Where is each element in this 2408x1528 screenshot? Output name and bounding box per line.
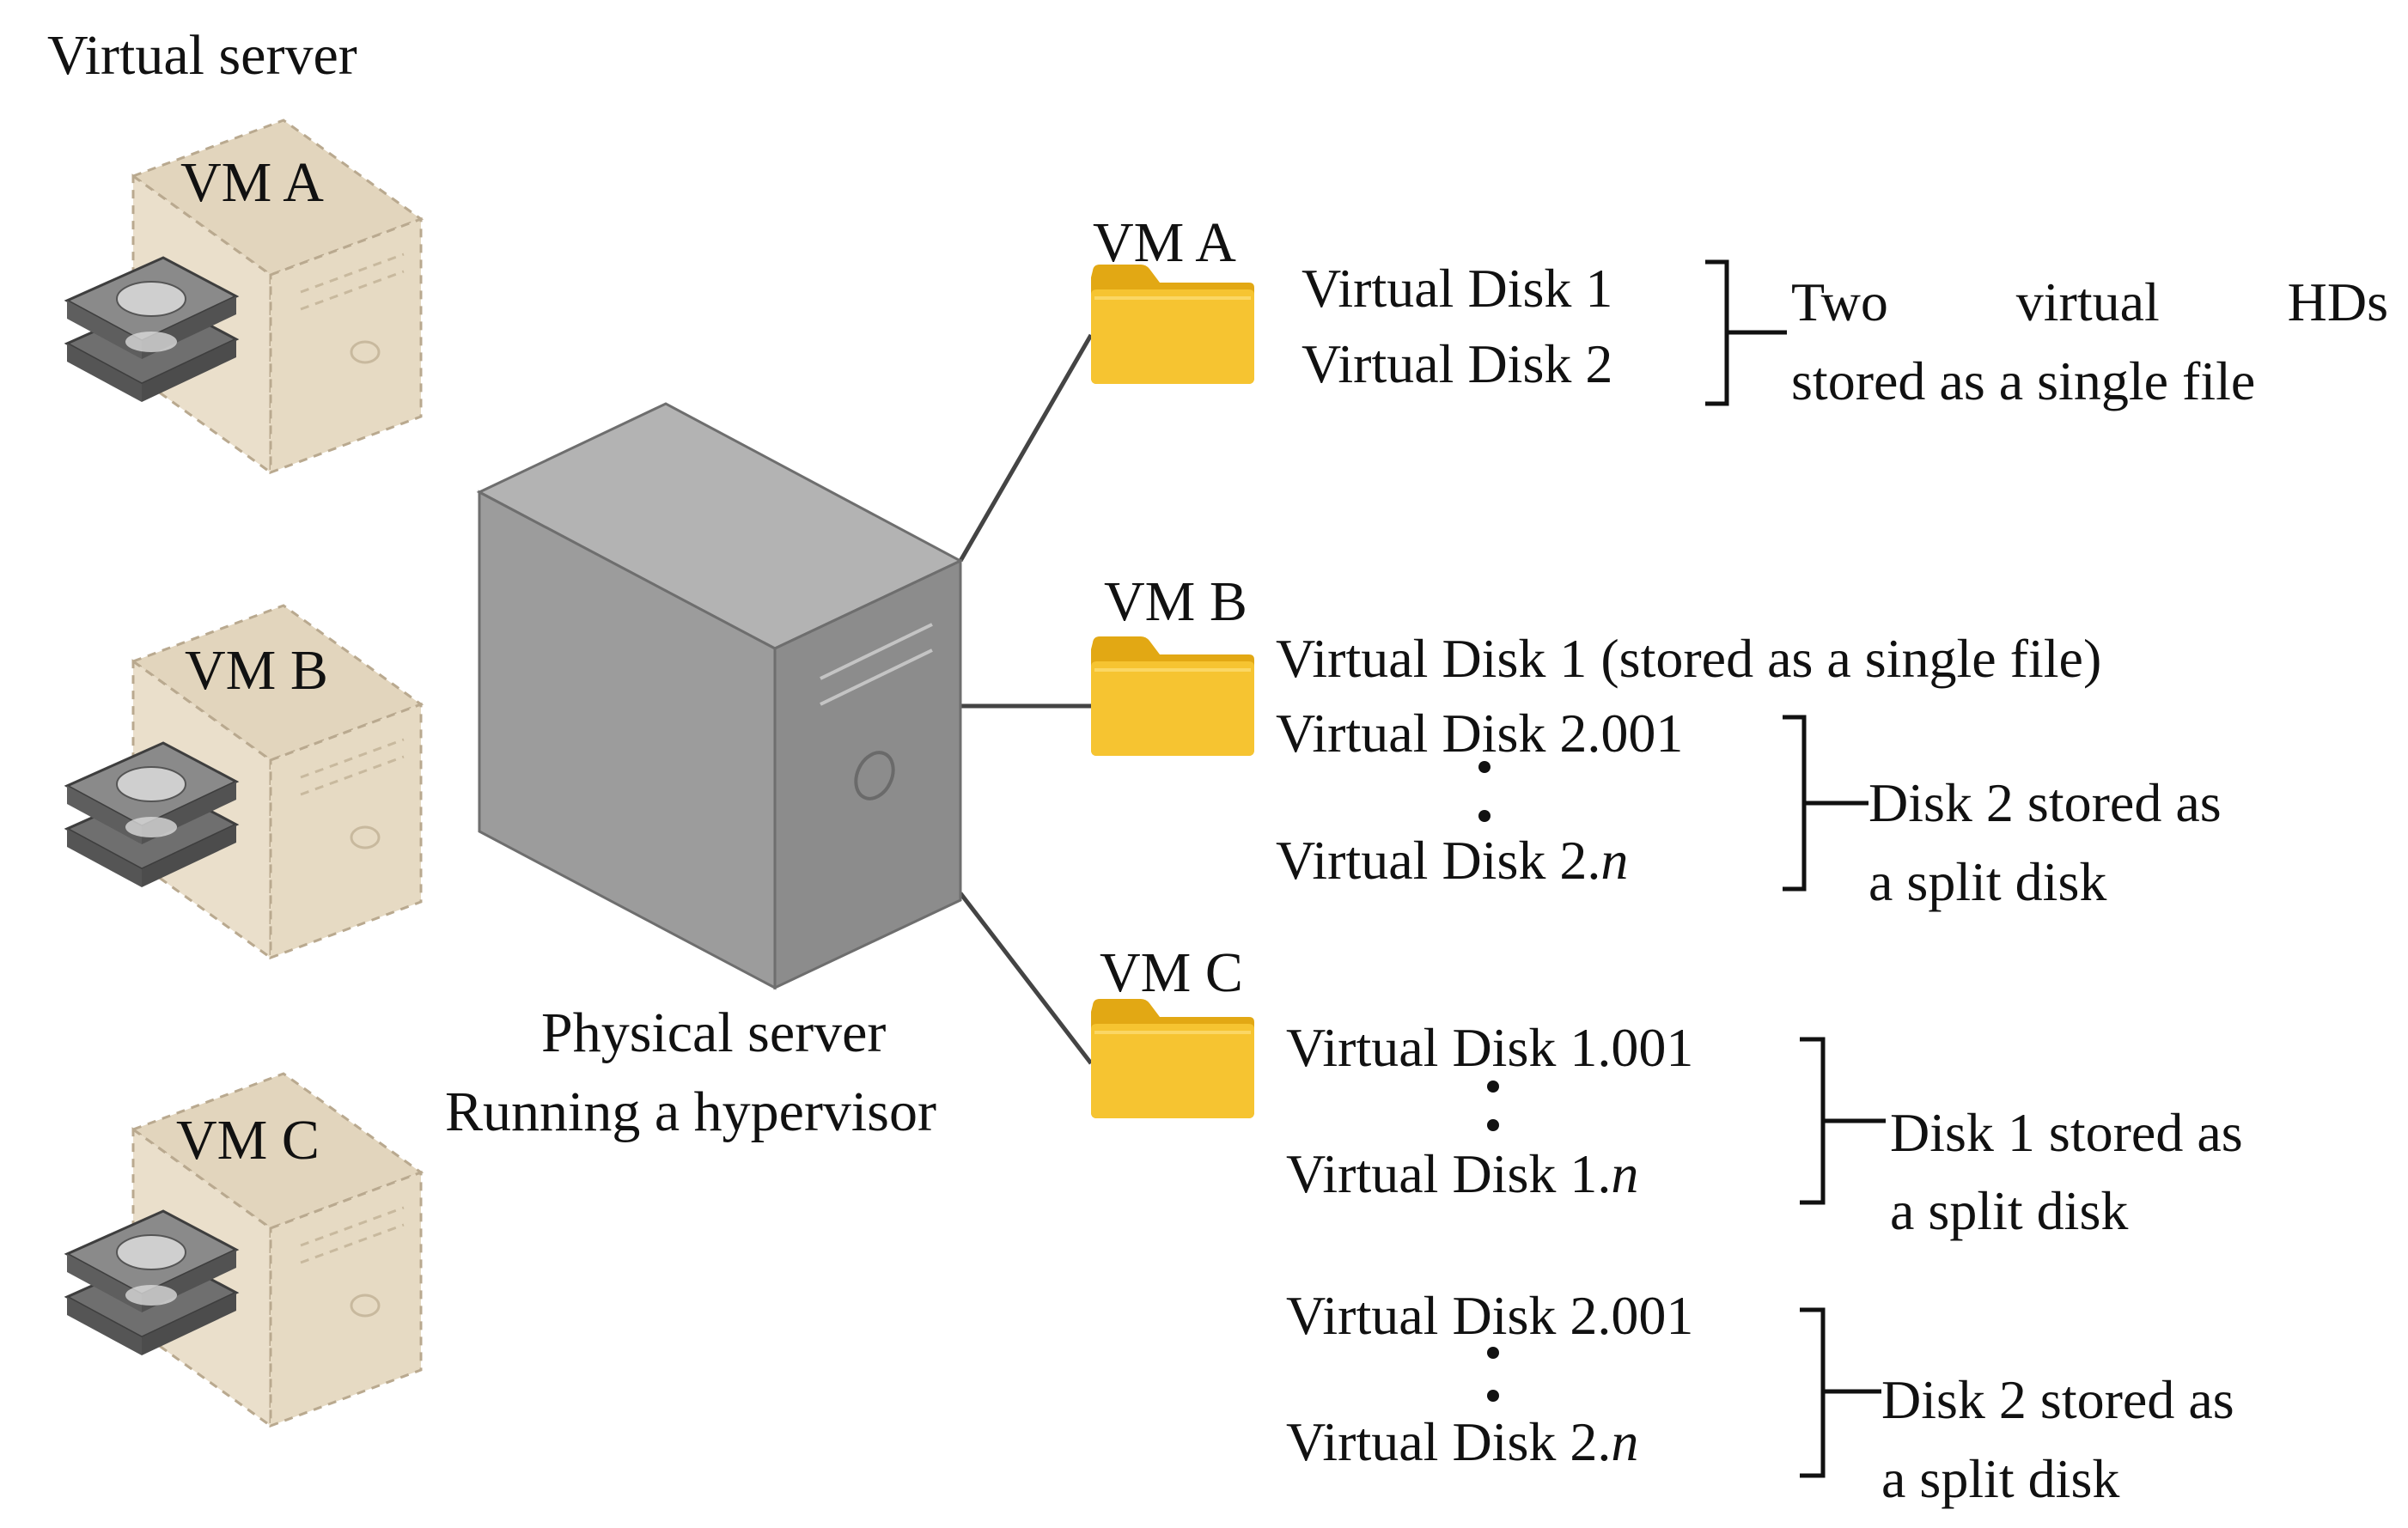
vm-a-note-word: Two <box>1791 271 1888 332</box>
vm-a-folder-label: VM A <box>1093 211 1236 274</box>
vm-b-disk2-last-n: n <box>1600 830 1629 891</box>
vm-b-ellipsis-dot <box>1478 761 1491 773</box>
vm-c-disk2-ellipsis-dot <box>1487 1390 1499 1402</box>
vm-a-note-word: virtual <box>2015 271 2160 332</box>
vm-c-server-label: VM C <box>176 1109 320 1172</box>
vm-c-disk2-first: Virtual Disk 2.001 <box>1286 1285 1694 1346</box>
vm-b-server-label: VM B <box>185 639 328 702</box>
vm-a-note-word: HDs <box>2287 271 2388 332</box>
vm-b-folder-label: VM B <box>1104 570 1247 633</box>
vm-b-disk2-first: Virtual Disk 2.001 <box>1276 703 1684 764</box>
vm-c-disk2-ellipsis-dot <box>1487 1347 1499 1359</box>
vm-c-disk2-note-line2: a split disk <box>1881 1448 2120 1509</box>
vm-a-note-line1: Two virtual HDs <box>1791 275 2388 330</box>
physical-server-icon <box>476 402 964 990</box>
vm-c-disk1-ellipsis-dot <box>1487 1119 1499 1131</box>
vm-c-disk2-last-prefix: Virtual Disk 2. <box>1286 1411 1612 1472</box>
vm-a-folder-icon <box>1089 263 1256 386</box>
vm-c-disk1-note-line1: Disk 1 stored as <box>1890 1102 2243 1163</box>
vm-c-disk1-note-line2: a split disk <box>1890 1180 2129 1241</box>
vm-c-disk1-last-n: n <box>1611 1143 1639 1204</box>
connector-vm-a <box>958 333 1094 563</box>
connector-vm-c <box>959 892 1093 1065</box>
vm-c-disk2-last: Virtual Disk 2.n <box>1286 1415 1638 1470</box>
vm-c-folder-icon <box>1089 997 1256 1120</box>
vm-a-disk2: Virtual Disk 2 <box>1302 333 1613 394</box>
vm-b-note-line2: a split disk <box>1868 851 2107 912</box>
physical-server-label: Physical server <box>541 1001 887 1064</box>
vm-b-disk2-last-prefix: Virtual Disk 2. <box>1276 830 1601 891</box>
vm-a-disk1: Virtual Disk 1 <box>1302 258 1613 319</box>
vm-b-bracket <box>1783 715 1868 892</box>
vm-b-note-line1: Disk 2 stored as <box>1868 772 2222 833</box>
vm-a-server-label: VM A <box>180 151 324 214</box>
vm-c-disk2-note-line1: Disk 2 stored as <box>1881 1369 2234 1430</box>
vm-a-note-line2: stored as a single file <box>1791 350 2256 411</box>
vm-c-disk1-last-prefix: Virtual Disk 1. <box>1286 1143 1612 1204</box>
vm-c-disk2-bracket <box>1800 1307 1881 1478</box>
virtual-server-title: Virtual server <box>47 24 357 87</box>
vm-b-disk2-last: Virtual Disk 2.n <box>1276 833 1628 888</box>
hypervisor-label: Running a hypervisor <box>445 1081 936 1143</box>
vm-b-folder-icon <box>1089 635 1256 758</box>
vm-c-disk1-first: Virtual Disk 1.001 <box>1286 1017 1694 1078</box>
vm-b-disk1: Virtual Disk 1 (stored as a single file) <box>1276 628 2102 689</box>
vm-c-disk1-ellipsis-dot <box>1487 1081 1499 1093</box>
vm-a-bracket <box>1705 259 1787 406</box>
vm-c-folder-label: VM C <box>1100 941 1243 1004</box>
vm-c-disk1-last: Virtual Disk 1.n <box>1286 1147 1638 1202</box>
vm-b-ellipsis-dot <box>1478 810 1491 822</box>
vm-c-disk1-bracket <box>1800 1037 1886 1205</box>
vm-c-disk2-last-n: n <box>1611 1411 1639 1472</box>
